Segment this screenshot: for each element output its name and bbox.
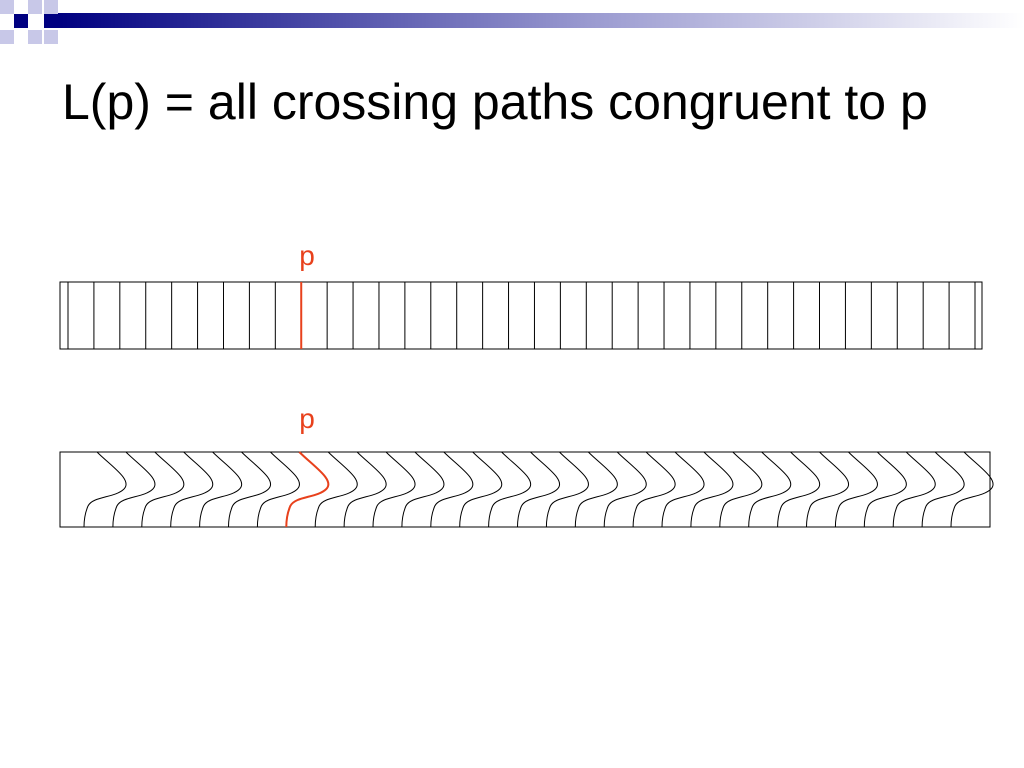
wavy-paths-strip: p — [59, 403, 994, 528]
wavy-crossing-path — [256, 451, 300, 528]
wavy-crossing-path — [892, 451, 936, 528]
wavy-crossing-path — [574, 451, 618, 528]
wavy-crossing-path — [343, 451, 387, 528]
wavy-crossing-path — [112, 451, 156, 528]
wavy-crossing-path — [719, 451, 763, 528]
straight-paths-strip: p — [59, 240, 983, 350]
wavy-crossing-path — [228, 451, 271, 528]
header-square — [14, 14, 28, 28]
wavy-crossing-path — [603, 451, 647, 528]
header-square — [44, 0, 58, 14]
wavy-crossing-path — [690, 451, 734, 528]
wavy-crossing-path — [488, 451, 532, 528]
wavy-crossing-path — [806, 451, 849, 528]
header-square — [44, 30, 58, 44]
wavy-crossing-path — [834, 451, 878, 528]
wavy-crossing-path — [459, 451, 503, 528]
wavy-crossing-path — [83, 451, 127, 528]
wavy-crossing-path — [141, 451, 185, 528]
header-square — [44, 14, 58, 28]
path-p-wavy — [285, 451, 330, 528]
header-square — [28, 30, 42, 44]
wavy-crossing-path — [777, 451, 821, 528]
wavy-crossing-path — [170, 451, 214, 528]
straight-path-label-p: p — [299, 240, 315, 271]
wavy-crossing-path — [863, 451, 907, 528]
header-square — [0, 30, 14, 44]
straight-strip-frame — [59, 281, 983, 350]
wavy-path-label-p: p — [299, 403, 315, 434]
wavy-crossing-path — [517, 451, 560, 528]
wavy-crossing-path — [748, 451, 792, 528]
slide-title: L(p) = all crossing paths congruent to p — [62, 74, 928, 130]
wavy-crossing-path — [430, 451, 474, 528]
header-square — [0, 0, 14, 14]
wavy-crossing-path — [950, 451, 994, 528]
wavy-crossing-path — [401, 451, 445, 528]
wavy-crossing-path — [372, 451, 416, 528]
wavy-crossing-path — [199, 451, 243, 528]
wavy-crossing-path — [545, 451, 589, 528]
wavy-crossing-path — [632, 451, 676, 528]
header-gradient-bar — [58, 13, 1024, 28]
wavy-crossing-path — [314, 451, 358, 528]
header-square — [28, 0, 42, 14]
wavy-crossing-path — [661, 451, 705, 528]
slide-header-decoration — [0, 0, 1024, 44]
wavy-crossing-path — [921, 451, 965, 528]
wavy-strip-frame — [59, 451, 991, 528]
